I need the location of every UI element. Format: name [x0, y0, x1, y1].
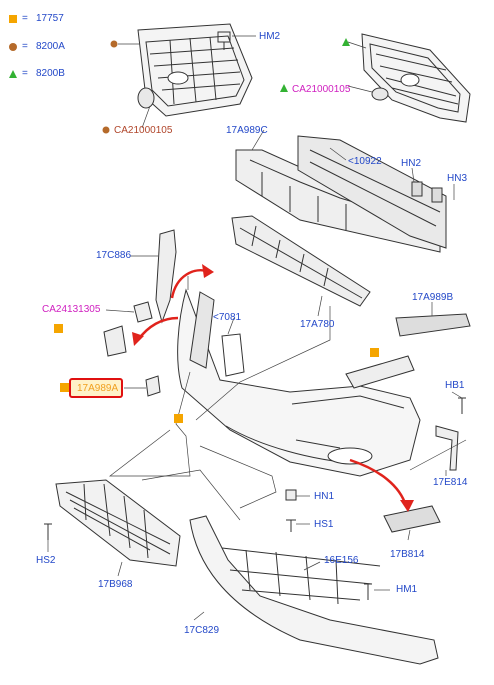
- leader-lines: [47, 35, 467, 621]
- label-17b814: 17B814: [390, 549, 425, 560]
- label-17a989a: 17A989A: [77, 383, 119, 394]
- legend-sep: =: [22, 41, 28, 52]
- marker-triangle: [342, 38, 350, 46]
- legend-code-circle: 8200A: [36, 41, 65, 52]
- clip-ca24131305: [133, 301, 153, 323]
- marker-square: [60, 383, 69, 392]
- bolt-hb1: [458, 397, 466, 414]
- label-hb1: HB1: [445, 380, 465, 391]
- highlight-17a989a: 17A989A: [69, 378, 123, 398]
- legend-sep: =: [22, 13, 28, 24]
- marker-square: [54, 324, 63, 333]
- label-17a989b: 17A989B: [412, 292, 454, 303]
- marker-circle: [110, 40, 118, 48]
- bracket-17e814: [435, 425, 459, 471]
- legend-sep: =: [22, 68, 28, 79]
- legend-code-square: 17757: [36, 13, 64, 24]
- tow-eye-cover: [103, 325, 127, 357]
- upper-grille-right: [361, 33, 471, 123]
- label-7081: <7081: [213, 312, 242, 323]
- label-17c886: 17C886: [96, 250, 132, 261]
- nut-hn1: [285, 489, 297, 501]
- label-17b968: 17B968: [98, 579, 133, 590]
- screw-hs2: [44, 523, 52, 540]
- valance-17c829: [189, 515, 439, 665]
- legend-circle-icon: [9, 43, 17, 51]
- label-hs2: HS2: [36, 555, 56, 566]
- badge-right: [371, 87, 389, 101]
- fastener-hm1: [364, 583, 372, 600]
- absorber-17a780: [231, 215, 371, 307]
- fog-grille-17b814: [383, 505, 441, 533]
- reinforcement-10922: [297, 135, 447, 249]
- side-trim: [345, 355, 415, 389]
- upper-grille-left: [137, 23, 253, 117]
- label-hs1: HS1: [314, 519, 334, 530]
- label-10922: <10922: [348, 156, 382, 167]
- screw-hs1: [286, 519, 296, 532]
- label-17e814: 17E814: [433, 477, 468, 488]
- marker-square: [174, 414, 183, 423]
- label-hn2: HN2: [401, 158, 422, 169]
- legend-square-icon: [9, 15, 17, 23]
- marker-square: [370, 348, 379, 357]
- label-hm2: HM2: [259, 31, 281, 42]
- badge-left: [137, 87, 155, 109]
- lower-grille-17b968: [55, 479, 181, 567]
- bumper-cover: [177, 288, 421, 477]
- bracket-17c886: [155, 229, 177, 324]
- absorber-17a989c: [235, 149, 441, 253]
- marker-triangle: [280, 84, 288, 92]
- label-hn3: HN3: [447, 173, 468, 184]
- marker-circle: [102, 126, 110, 134]
- label-ca24131305: CA24131305: [42, 304, 101, 315]
- legend-triangle-icon: [9, 70, 17, 78]
- label-hn1: HN1: [314, 491, 335, 502]
- label-ca21000105-right: CA21000105: [292, 84, 351, 95]
- strip-17a989b: [395, 313, 471, 337]
- label-17a989c: 17A989C: [226, 125, 268, 136]
- clip-hm2: [217, 31, 231, 50]
- label-17a780: 17A780: [300, 319, 335, 330]
- clip-17a989a: [145, 375, 161, 397]
- label-17c829: 17C829: [184, 625, 220, 636]
- label-hm1: HM1: [396, 584, 418, 595]
- legend-code-triangle: 8200B: [36, 68, 65, 79]
- arrow-heads: [132, 264, 414, 512]
- label-ca21000105-left: CA21000105: [114, 125, 173, 136]
- label-16e156: 16E156: [324, 555, 359, 566]
